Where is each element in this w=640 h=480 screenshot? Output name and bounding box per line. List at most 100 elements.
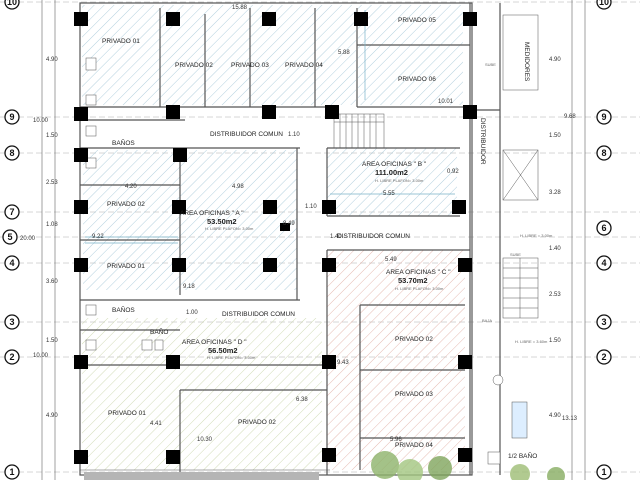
dim-1-40: 1.40 xyxy=(330,234,342,240)
room-privado-02-mid: PRIVADO 02 xyxy=(107,201,145,208)
room-privado-04-top: PRIVADO 04 xyxy=(285,62,323,69)
axis-marker: 8 xyxy=(596,145,612,161)
svg-text:1: 1 xyxy=(9,467,14,477)
right-dim: 2.53 xyxy=(549,292,561,298)
stairs xyxy=(80,14,539,471)
right-dim: 4.90 xyxy=(549,413,561,419)
room-area-c-value: 53.70m2 xyxy=(398,276,428,285)
right-dim: 13.13 xyxy=(562,416,578,422)
axis-marker: 1 xyxy=(4,464,20,480)
room-distribuidor-3: DISTRIBUIDOR COMUN xyxy=(222,311,295,318)
left-dim: 4.90 xyxy=(46,57,58,63)
right-dim: 1.50 xyxy=(549,133,561,139)
interior-dimensions: 15.88 5.88 10.01 1.10 4.20 4.98 5.55 0.9… xyxy=(92,5,459,443)
axis-marker: 4 xyxy=(596,255,612,271)
axis-marker: 2 xyxy=(596,349,612,365)
axis-marker: 10 xyxy=(4,0,20,10)
svg-text:8: 8 xyxy=(601,148,606,158)
room-distribuidor-v: DISTRIBUIDOR xyxy=(479,118,486,165)
note-h-libre-b: H. LIBRE PLAFON= 3.00m xyxy=(375,178,424,183)
room-area-b-value: 111.00m2 xyxy=(375,168,408,177)
axis-markers-right: 10 9 8 6 4 3 2 1 xyxy=(596,0,612,480)
dim-9-43: 9.43 xyxy=(337,360,349,366)
hatch-zones xyxy=(82,5,465,470)
axis-marker: 4 xyxy=(4,255,20,271)
dim-4-41: 4.41 xyxy=(150,421,162,427)
walls xyxy=(79,2,501,476)
room-privado-02-d: PRIVADO 02 xyxy=(238,419,276,426)
dim-6-38: 6.38 xyxy=(296,397,308,403)
right-dim: 1.40 xyxy=(549,246,561,252)
label-baja: BAJA xyxy=(482,318,492,323)
right-dim: 4.90 xyxy=(549,57,561,63)
dim-1-00: 1.00 xyxy=(186,310,198,316)
room-area-d: AREA OFICINAS " D " xyxy=(182,339,247,346)
dim-1-10-a: 1.10 xyxy=(288,132,300,138)
room-area-c: AREA OFICINAS " C " xyxy=(386,269,451,276)
room-privado-03-c: PRIVADO 03 xyxy=(395,391,433,398)
room-privado-03-top: PRIVADO 03 xyxy=(231,62,269,69)
axis-marker: 7 xyxy=(4,204,20,220)
room-privado-05: PRIVADO 05 xyxy=(398,17,436,24)
left-dim: 10.00 xyxy=(33,353,49,359)
room-privado-02-c: PRIVADO 02 xyxy=(395,336,433,343)
room-area-a-value: 53.50m2 xyxy=(207,217,237,226)
svg-text:6: 6 xyxy=(601,223,606,233)
dim-10-01: 10.01 xyxy=(438,99,454,105)
room-privado-01-mid: PRIVADO 01 xyxy=(107,263,145,270)
dim-5-55: 5.55 xyxy=(383,191,395,197)
right-dim: 1.50 xyxy=(549,338,561,344)
bathroom-fixtures xyxy=(85,57,528,465)
room-privado-02-top: PRIVADO 02 xyxy=(175,62,213,69)
right-dimensions: 4.90 9.68 1.50 3.28 1.40 2.53 1.50 4.90 … xyxy=(549,57,578,422)
left-dimensions: 4.90 10.00 1.50 2.53 1.08 20.00 3.60 1.5… xyxy=(20,57,58,419)
svg-text:2: 2 xyxy=(601,352,606,362)
left-dim: 1.50 xyxy=(46,133,58,139)
axis-marker: 8 xyxy=(4,145,20,161)
room-banos-top: BAÑOS xyxy=(112,138,135,147)
right-dim: 3.28 xyxy=(549,190,561,196)
svg-text:4: 4 xyxy=(9,258,14,268)
dim-10-30: 10.30 xyxy=(197,437,213,443)
note-h-libre-e: H. LIBRE = 3.00m xyxy=(520,233,553,238)
room-medidores: MEDIDORES xyxy=(523,42,530,82)
dimension-lines xyxy=(41,0,586,480)
room-area-a: AREA OFICINAS " A " xyxy=(180,210,244,217)
room-privado-04-c: PRIVADO 04 xyxy=(395,442,433,449)
structural-columns xyxy=(74,12,477,464)
note-h-libre-f: H. LIBRE = 3.60m xyxy=(515,339,548,344)
svg-text:8: 8 xyxy=(9,148,14,158)
left-dim: 4.90 xyxy=(46,413,58,419)
room-banos-bottom: BAÑOS xyxy=(112,305,135,314)
axis-marker: 2 xyxy=(4,349,20,365)
room-distribuidor-1: DISTRIBUIDOR COMUN xyxy=(210,131,283,138)
axis-marker: 3 xyxy=(4,314,20,330)
svg-text:9: 9 xyxy=(9,112,14,122)
room-area-b: AREA OFICINAS " B " xyxy=(362,161,427,168)
room-bano: BAÑO xyxy=(150,327,168,336)
right-dim: 9.68 xyxy=(564,114,576,120)
dim-15-88: 15.88 xyxy=(232,5,248,11)
svg-text:9: 9 xyxy=(601,112,606,122)
axis-marker: 9 xyxy=(4,109,20,125)
axis-marker: 1 xyxy=(596,464,612,480)
label-sube-top: SUBE xyxy=(485,62,496,67)
label-sube-bottom: SUBE xyxy=(510,252,521,257)
room-medio-bano: 1/2 BAÑO xyxy=(508,451,537,460)
dim-0-92: 0.92 xyxy=(447,169,459,175)
svg-text:7: 7 xyxy=(9,207,14,217)
left-dim: 2.53 xyxy=(46,180,58,186)
room-privado-01-d: PRIVADO 01 xyxy=(108,410,146,417)
room-distribuidor-2: DISTRIBUIDOR COMUN xyxy=(337,233,410,240)
dim-9-22: 9.22 xyxy=(92,234,104,240)
svg-text:1: 1 xyxy=(601,467,606,477)
axis-marker: 6 xyxy=(596,220,612,236)
dim-4-20: 4.20 xyxy=(125,184,137,190)
left-dim: 10.00 xyxy=(33,118,49,124)
dim-1-10-b: 1.10 xyxy=(305,204,317,210)
left-dim: 1.50 xyxy=(46,338,58,344)
room-labels: PRIVADO 01 PRIVADO 02 PRIVADO 03 PRIVADO… xyxy=(102,17,553,460)
note-h-libre-a: H. LIBRE PLAFON= 3.00m xyxy=(205,226,254,231)
dim-5-96: 5.96 xyxy=(390,437,402,443)
